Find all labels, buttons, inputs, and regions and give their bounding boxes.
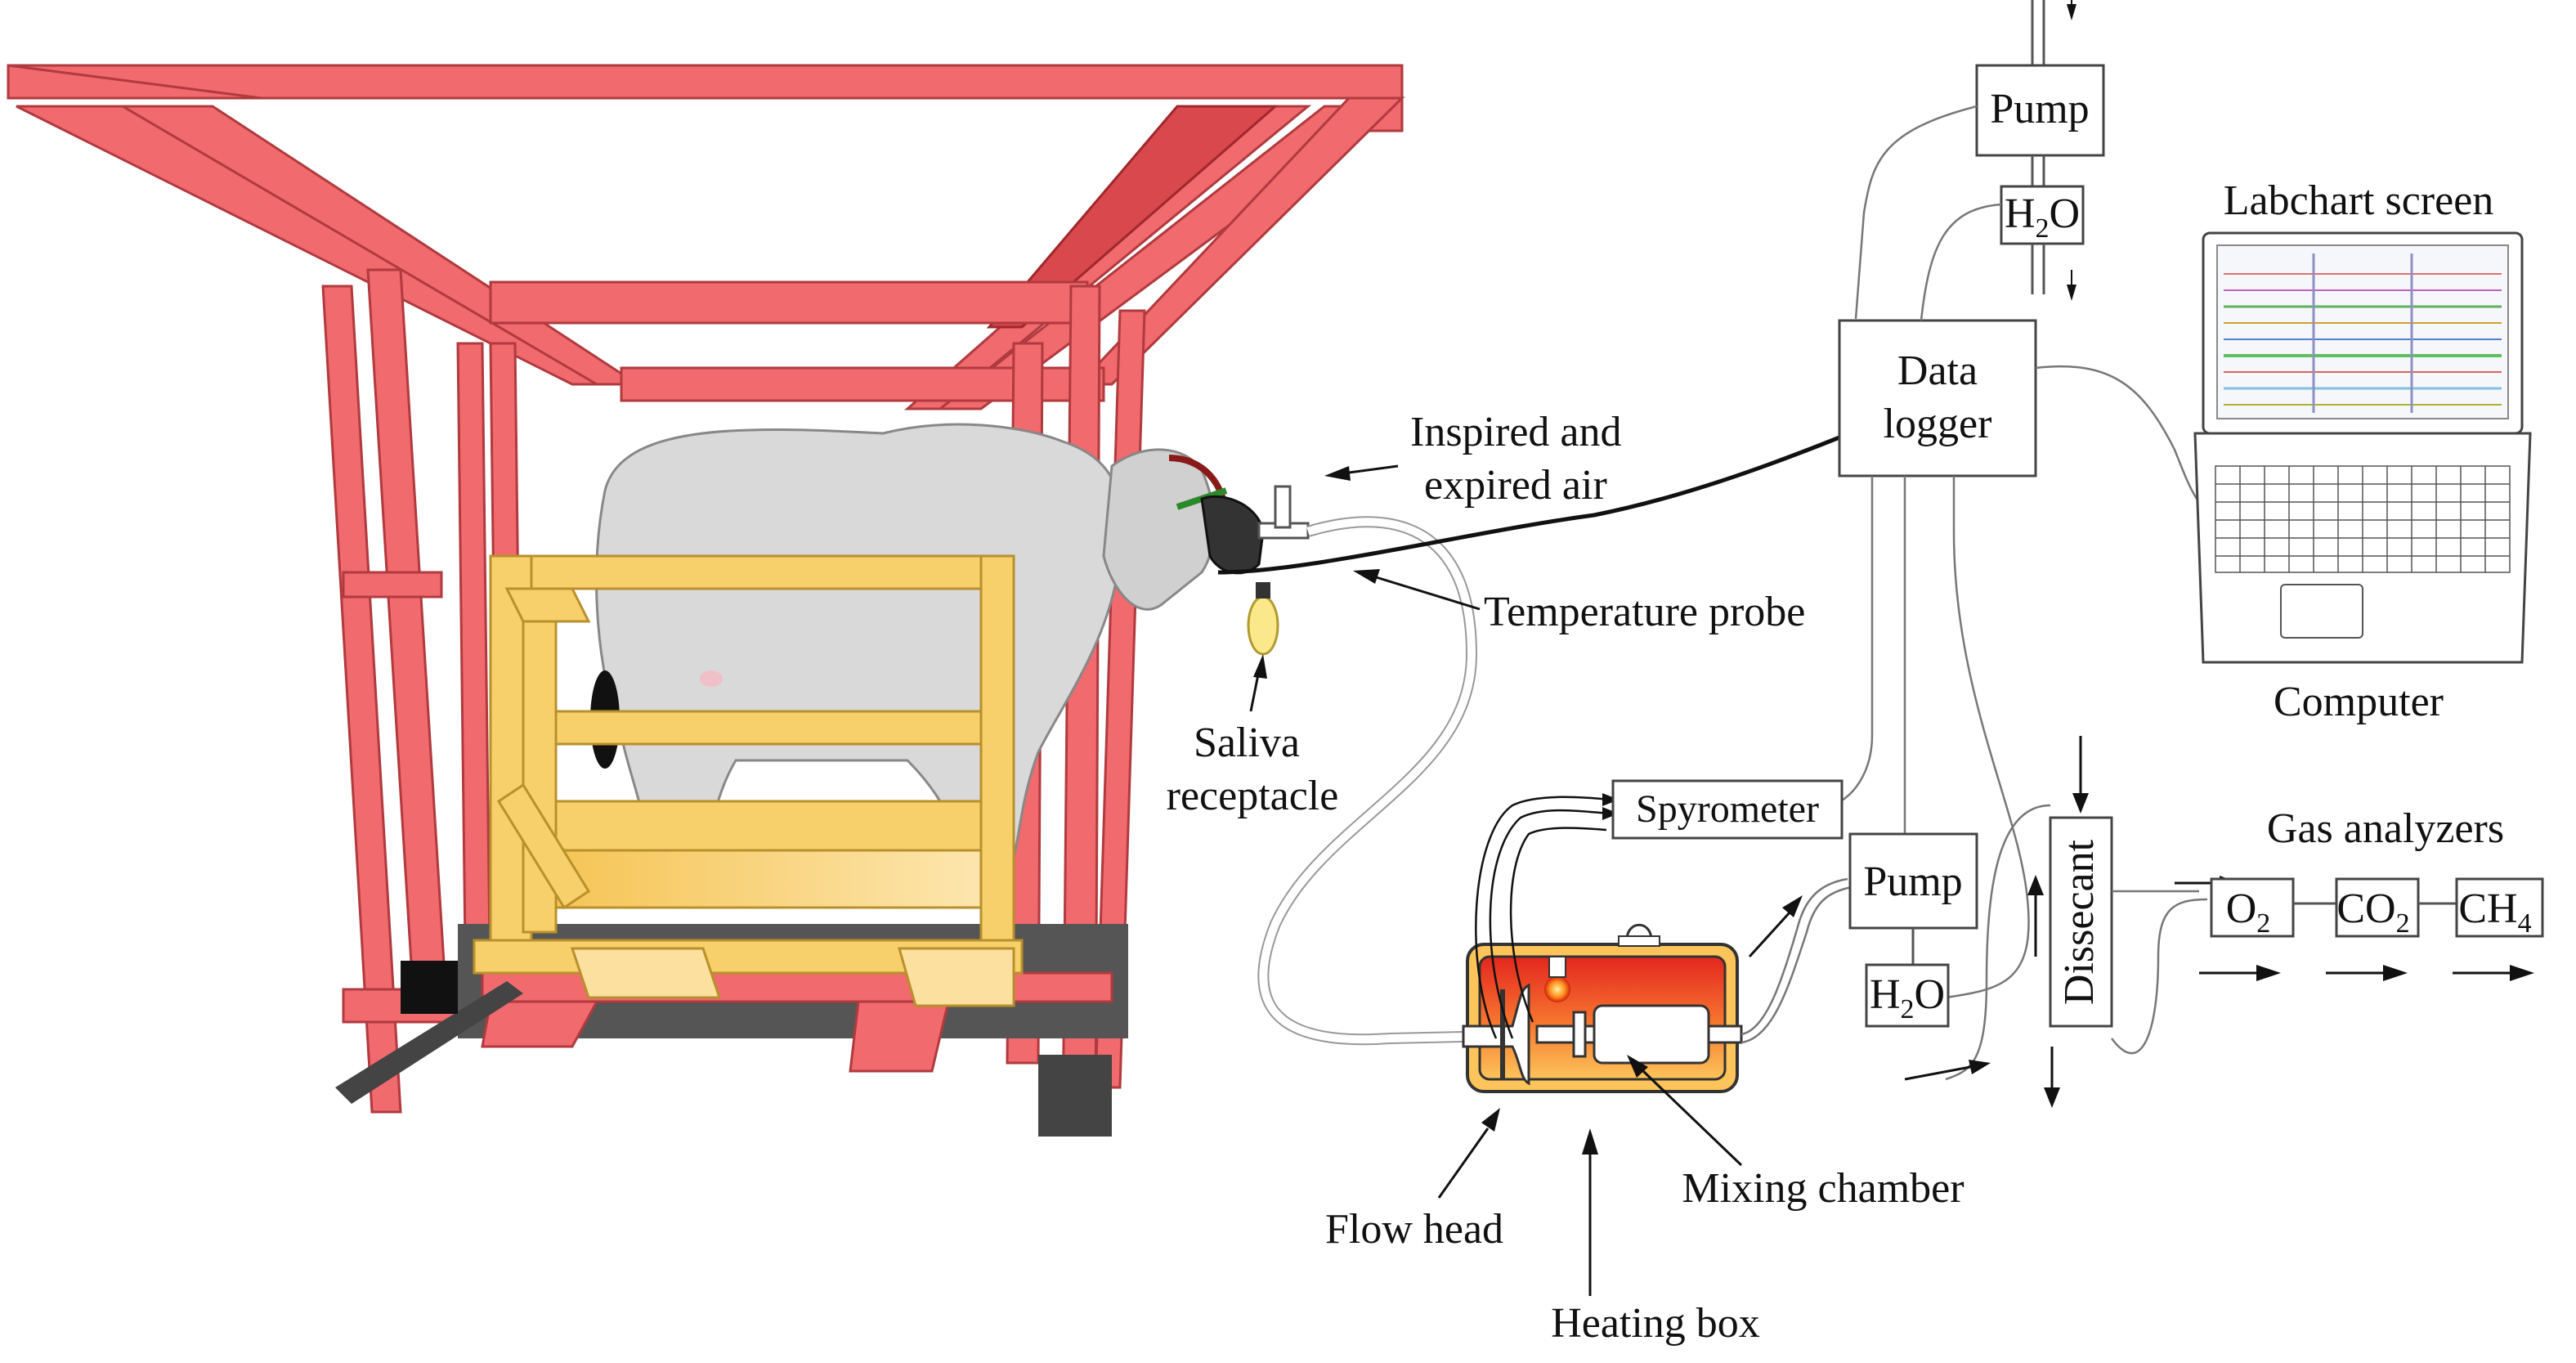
saliva-receptacle-bottle [1247, 582, 1279, 656]
airflow-arrow-icon [2383, 965, 2408, 981]
pump-top-label: Pump [1990, 86, 2089, 132]
inspired-expired-air-label-2: expired air [1424, 462, 1607, 509]
saliva-receptacle-label-1: Saliva [1194, 720, 1300, 766]
pointer-arrow-icon [1324, 466, 1351, 481]
labchart-traces [2224, 253, 2502, 413]
flow-head-label: Flow head [1325, 1206, 1503, 1253]
computer-label: Computer [2274, 679, 2444, 725]
labchart-screen-label: Labchart screen [2224, 177, 2494, 224]
h2o-top-label: H2O [2005, 191, 2080, 244]
spyrometer-box: Spyrometer [1611, 779, 1844, 840]
flow-head-unit [1462, 983, 1530, 1086]
temperature-probe-wire [1217, 435, 1840, 575]
airflow-arrow-icon [2044, 1087, 2060, 1108]
heating-box-label: Heating box [1551, 1300, 1760, 1347]
co2-analyzer-box: CO2 [2335, 877, 2420, 939]
h2o-bottom-label: H2O [1870, 971, 1945, 1024]
temperature-probe-label: Temperature probe [1484, 589, 1805, 635]
o2-analyzer-box: O2 [2210, 877, 2295, 939]
mixing-chamber-cylinder [1535, 1004, 1743, 1065]
ch4-analyzer-box: CH4 [2455, 877, 2544, 939]
airflow-arrow-icon [2072, 793, 2089, 814]
pump-top-box: Pump [1975, 0, 2105, 188]
inspired-expired-air-label-1: Inspired and [1410, 409, 1621, 455]
spyrometer-label: Spyrometer [1636, 787, 1819, 831]
ch4-label: CH4 [2458, 886, 2531, 939]
pointer-arrow-icon [1481, 1108, 1500, 1132]
airflow-arrow-icon [1969, 1060, 1991, 1074]
dissecant-label: Dissecant [2056, 839, 2103, 1005]
co2-label: CO2 [2336, 886, 2409, 939]
pump-bottom-label: Pump [1863, 859, 1962, 905]
pointer-arrow-icon [1353, 569, 1380, 584]
mixing-chamber-label: Mixing chamber [1682, 1165, 1964, 1212]
saliva-receptacle-label-2: receptacle [1167, 773, 1339, 819]
touchpad [2280, 584, 2363, 639]
dissecant-column: Dissecant [2049, 816, 2113, 1028]
airflow-arrow-icon [2510, 965, 2534, 981]
h2o-trap-top: H2O [2000, 185, 2085, 294]
wooden-gate [473, 554, 1024, 1007]
data-logger-box: Data logger [1838, 319, 2037, 477]
airflow-arrow-icon [1782, 895, 1803, 917]
o2-label: O2 [2226, 886, 2271, 939]
pump-bottom-box: Pump [1848, 832, 1978, 965]
h2o-trap-bottom: H2O [1865, 963, 1950, 1028]
keyboard-icon [2215, 465, 2511, 573]
pointer-arrow-icon [1627, 1055, 1648, 1078]
pointer-arrow-icon [1582, 1128, 1598, 1155]
airflow-arrow-icon [2256, 965, 2281, 981]
laptop-computer-icon [2193, 231, 2532, 664]
pointer-arrow-icon [1253, 654, 1267, 679]
gas-analyzers-label: Gas analyzers [2267, 805, 2504, 852]
airflow-arrow-icon [2027, 875, 2044, 895]
data-logger-label-1: Data [1897, 347, 1978, 394]
data-logger-label-2: logger [1884, 401, 1992, 447]
airflow-arrow-icon [2067, 285, 2076, 301]
mask-t-connector [1257, 485, 1310, 540]
